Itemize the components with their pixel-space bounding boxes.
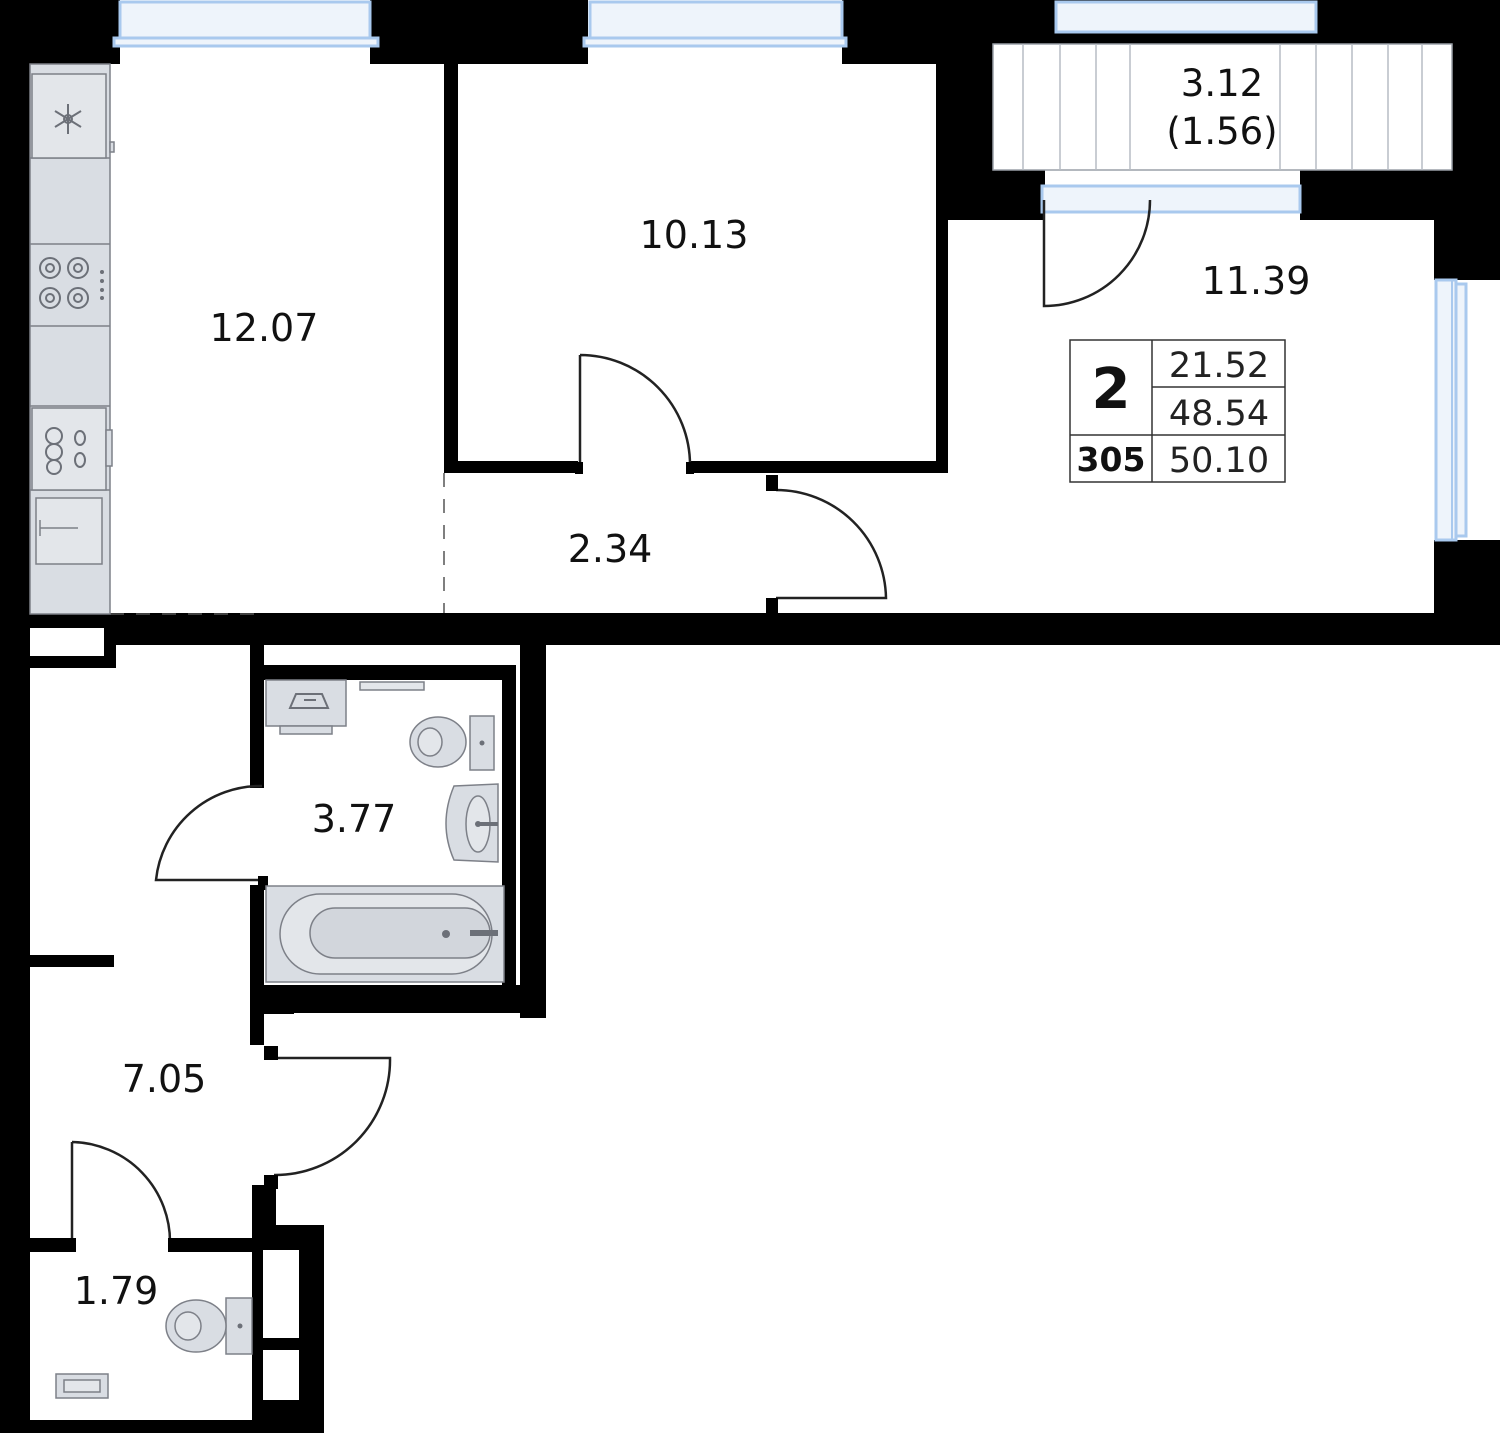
kitchen-living-area-label: 12.07 [210, 306, 319, 350]
bathroom-fixtures [265, 679, 505, 983]
toilet-fixtures [55, 1297, 253, 1399]
bedroom-door [578, 353, 692, 468]
cooktop-knobs [100, 270, 104, 300]
apartment-summary: 2 21.52 48.54 305 50.10 [1069, 339, 1286, 483]
apartment-number: 305 [1077, 440, 1146, 479]
rooms-count: 2 [1092, 357, 1131, 422]
room-labels: 12.07 10.13 11.39 2.34 3.77 7.05 1.79 3.… [74, 62, 1311, 1313]
bathroom-area-label: 3.77 [312, 797, 397, 841]
kitchen-unit [29, 63, 115, 615]
cooktop-icon [39, 257, 89, 309]
total-area-value: 48.54 [1169, 394, 1269, 434]
hallway-door [273, 1056, 392, 1177]
doors [70, 199, 1152, 1246]
toilet-wall-niche [263, 1250, 299, 1338]
balcony-area-label: 3.12 [1181, 62, 1263, 105]
sink-icon [45, 427, 86, 475]
balcony-door [1042, 199, 1152, 308]
hallway-area-label: 7.05 [122, 1057, 207, 1101]
bedroom-area-label: 10.13 [640, 213, 749, 257]
windows [112, 0, 1468, 542]
toilet-door [70, 1140, 172, 1246]
living-room-area-label: 11.39 [1202, 259, 1311, 303]
bathroom-door [154, 784, 263, 882]
living-area-value: 21.52 [1169, 346, 1269, 386]
toilet-area-label: 1.79 [74, 1269, 159, 1313]
corridor-area-label: 2.34 [568, 527, 653, 571]
washer-icon [288, 693, 330, 709]
total-with-balcony-value: 50.10 [1169, 441, 1269, 481]
kitchen-niche [30, 628, 104, 656]
snowflake-icon [54, 104, 82, 134]
living-door [775, 488, 888, 600]
balcony-reduced-area-label: (1.56) [1166, 110, 1277, 153]
toilet-wall-niche [263, 1350, 299, 1400]
bathroom-details [442, 740, 498, 938]
balcony [992, 43, 1453, 171]
zone-separators [110, 473, 445, 615]
